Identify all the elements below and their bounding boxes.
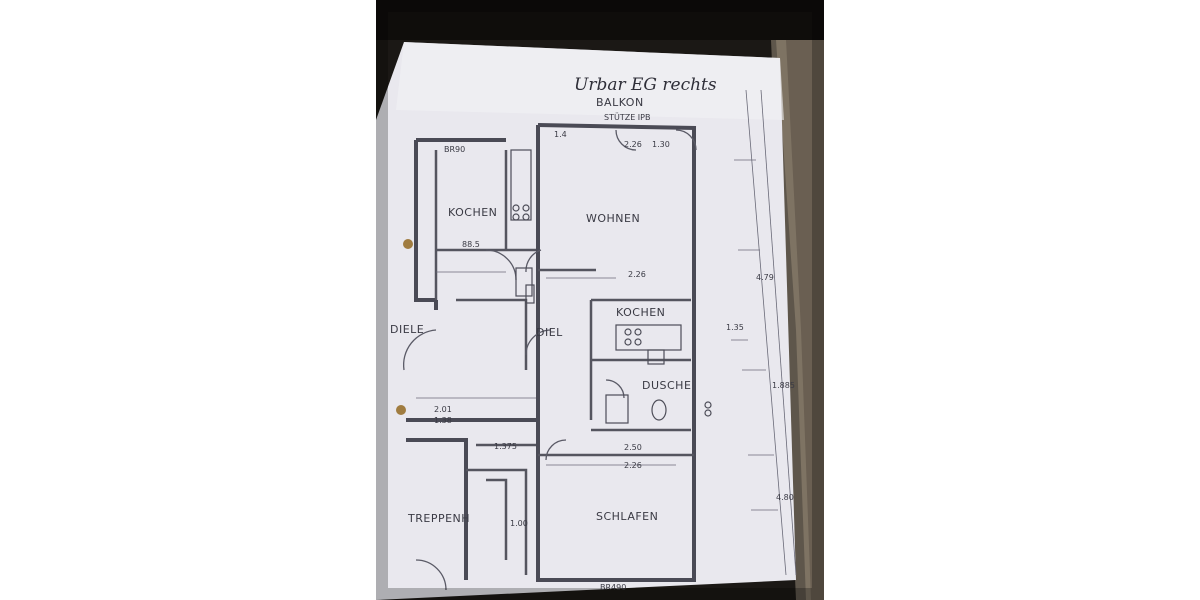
label-hall-1: DIELE: [390, 323, 424, 336]
dim-stairs-1: 1.00: [510, 519, 528, 528]
dim-bedroom-width: BR490: [600, 583, 626, 592]
dim-stairs-2: 1.375: [494, 442, 517, 451]
inner-walls: [434, 150, 694, 575]
fixtures: [510, 149, 712, 424]
photo-canvas: Urbar EG rechts BALKON STÜTZE IPB KOCHEN…: [376, 0, 824, 600]
label-hall-2: DIEL: [536, 326, 563, 339]
dim-right-1: 4.79: [756, 273, 774, 282]
dim-right-3: 1.885: [772, 381, 795, 390]
dim-bedroom-top-1: 2.50: [624, 443, 642, 452]
hole-punch-top: [403, 239, 413, 249]
door-swings: [402, 129, 697, 591]
label-bedroom: SCHLAFEN: [596, 510, 658, 523]
dim-kitchen-width: BR90: [444, 145, 465, 154]
outer-walls: [406, 123, 697, 582]
dim-hall-mid-2: 1.38: [434, 416, 452, 425]
label-kitchen-2: KOCHEN: [616, 306, 665, 319]
dim-right-2: 1.35: [726, 323, 744, 332]
label-shower: DUSCHE: [642, 379, 691, 392]
label-kitchen-1: KOCHEN: [448, 206, 497, 219]
dim-bedroom-top-2: 2.26: [624, 461, 642, 470]
dim-hall-top: 2.26: [628, 270, 646, 279]
plan-title: Urbar EG rechts: [574, 75, 717, 95]
dim-hall-mid-1: 2.01: [434, 405, 452, 414]
label-balcony: BALKON: [596, 96, 644, 109]
dim-kitchen: 88.5: [462, 240, 480, 249]
top-shadow: [376, 0, 824, 40]
dim-right-4: 4.80: [776, 493, 794, 502]
hole-punch-bottom: [396, 405, 406, 415]
dimension-lines: [416, 89, 797, 576]
label-support-note: STÜTZE IPB: [604, 112, 650, 122]
paper-sheet: [376, 42, 796, 600]
dim-balcony-door: 1.4: [554, 130, 567, 139]
dim-living-top-2: 1.30: [652, 140, 670, 149]
paper-highlight: [396, 42, 784, 120]
label-living: WOHNEN: [586, 212, 640, 225]
floor-plan-photo: Urbar EG rechts BALKON STÜTZE IPB KOCHEN…: [376, 0, 824, 600]
dim-living-top-1: 2.26: [624, 140, 642, 149]
label-stairs: TREPPENH: [407, 512, 470, 525]
